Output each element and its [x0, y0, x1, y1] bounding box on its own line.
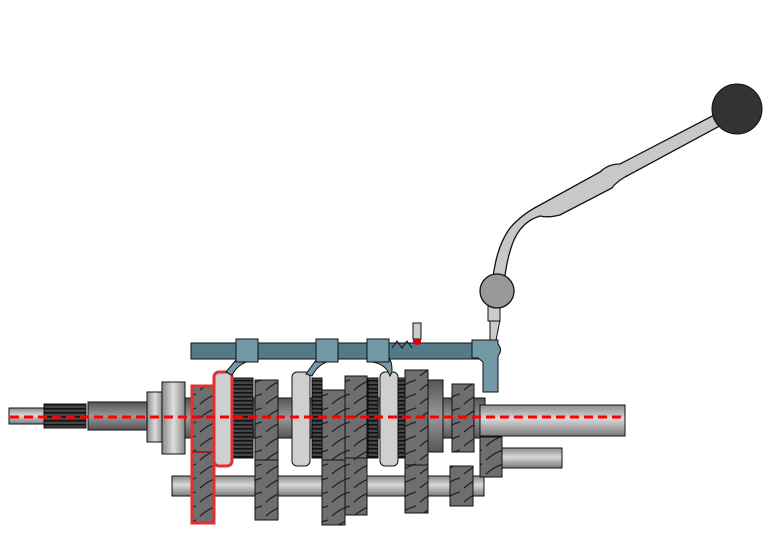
synchro-sleeve-1-highlighted: [212, 370, 234, 468]
gear-lever-lower-stem: [489, 319, 501, 341]
output-shaft: [479, 404, 626, 437]
second-gear-counter: [254, 459, 279, 521]
synchro-sleeve-3: [379, 371, 399, 467]
gear-lever-pivot-ball: [479, 273, 515, 309]
second-gear-main: [254, 379, 279, 461]
detent-ball: [413, 339, 421, 345]
detent-plunger: [412, 322, 422, 340]
gear-lever-shaft: [491, 111, 728, 296]
input-shaft-splines: [43, 403, 87, 429]
third-gear-counter: [321, 459, 346, 526]
shift-fork-2: [315, 338, 339, 363]
third-gear-main: [321, 389, 346, 461]
synchro-sleeve-2: [291, 371, 311, 467]
fourth-gear-counter: [344, 457, 368, 516]
reverse-gear-counter: [449, 465, 474, 507]
first-gear-highlighted: [190, 384, 216, 525]
reverse-idler-gear: [479, 436, 503, 478]
shift-fork-3: [366, 338, 390, 363]
detent-notches: [391, 340, 413, 349]
shift-fork-arm-3: [371, 359, 393, 378]
shift-fork-1: [235, 338, 259, 363]
fifth-gear-counter: [404, 464, 429, 514]
shift-lever-bracket: [471, 339, 501, 393]
gear-lever-knob[interactable]: [711, 83, 763, 135]
